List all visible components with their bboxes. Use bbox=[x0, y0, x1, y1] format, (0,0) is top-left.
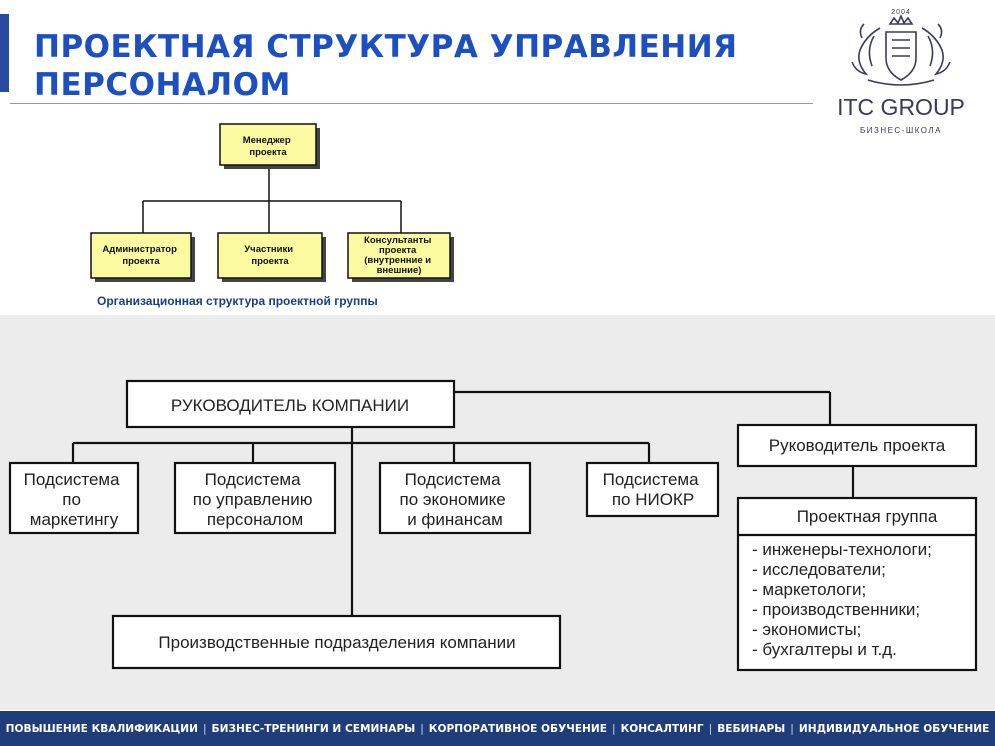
project-group-members: - инженеры-технологи; - исследователи; -… bbox=[752, 540, 937, 659]
consultants-label-line-4: внешние) bbox=[377, 265, 422, 276]
project-group-title: Проектная группа bbox=[797, 507, 938, 526]
svg-text:Участники проекта: Участники проекта bbox=[244, 244, 295, 267]
footer-link-webinars[interactable]: ВЕБИНАРЫ bbox=[717, 722, 786, 735]
subsystem-finance-line-3: и финансам bbox=[407, 510, 503, 529]
group-member-item: - инженеры-технологи; bbox=[752, 540, 932, 559]
administrator-label-line-1: Администратор bbox=[102, 244, 177, 255]
production-units-label: Производственные подразделения компании bbox=[158, 633, 515, 652]
company-head-label: РУКОВОДИТЕЛЬ КОМПАНИИ bbox=[171, 396, 409, 415]
footer-link-trainings[interactable]: БИЗНЕС-ТРЕНИНГИ И СЕМИНАРЫ bbox=[211, 722, 416, 735]
small-chart-connectors bbox=[142, 169, 402, 233]
subsystem-finance-line-2: по экономике bbox=[400, 490, 506, 509]
subsystem-personnel-line-3: персоналом bbox=[207, 510, 303, 529]
small-chart-caption: Организационная структура проектной груп… bbox=[97, 294, 378, 308]
footer-separator: | bbox=[708, 722, 713, 735]
subsystem-personnel-node: Подсистема по управлению персоналом bbox=[173, 461, 337, 535]
large-chart-connectors bbox=[71, 390, 855, 616]
svg-text:Консультанты проекта: Консультанты проекта (внутренние и внешн… bbox=[364, 235, 434, 276]
group-member-item: - производственники; bbox=[752, 600, 920, 619]
footer-separator: | bbox=[420, 722, 424, 735]
subsystem-marketing-line-3: маркетингу bbox=[30, 510, 119, 529]
page-title-line-1: ПРОЕКТНАЯ СТРУКТУРА УПРАВЛЕНИЯ bbox=[34, 29, 738, 65]
page-title-line-2: ПЕРСОНАЛОМ bbox=[34, 67, 291, 103]
administrator-node: Администратор проекта bbox=[90, 232, 195, 282]
footer-bar: ПОВЫШЕНИЕ КВАЛИФИКАЦИИ | БИЗНЕС-ТРЕНИНГИ… bbox=[0, 711, 995, 746]
consultants-node: Консультанты проекта (внутренние и внешн… bbox=[347, 232, 454, 282]
subsystem-rnd-node: Подсистема по НИОКР bbox=[585, 461, 720, 518]
crest-icon: 2004 bbox=[851, 9, 951, 86]
subsystem-marketing-line-2: по bbox=[62, 490, 81, 509]
svg-text:Подсистема по НИОКР: Подсистема по НИОКР bbox=[603, 470, 704, 509]
manager-label-line-2: проекта bbox=[249, 147, 287, 158]
group-member-item: - бухгалтеры и т.д. bbox=[752, 640, 897, 659]
page-title: ПРОЕКТНАЯ СТРУКТУРА УПРАВЛЕНИЯ ПЕРСОНАЛО… bbox=[34, 28, 804, 104]
footer-link-individual[interactable]: ИНДИВИДУАЛЬНОЕ ОБУЧЕНИЕ bbox=[798, 722, 990, 735]
consultants-label-line-3: (внутренние и bbox=[364, 255, 431, 266]
logo-name: ITC GROUP bbox=[837, 94, 965, 120]
footer-separator: | bbox=[612, 722, 616, 735]
logo-subtitle: БИЗНЕС-ШКОЛА bbox=[859, 126, 942, 135]
project-head-node: Руководитель проекта bbox=[736, 423, 978, 468]
subsystem-rnd-line-1: Подсистема bbox=[603, 470, 699, 489]
participants-node: Участники проекта bbox=[217, 232, 326, 282]
itc-group-logo: 2004 ITC GROUP БИЗНЕС-ШКОЛА bbox=[828, 6, 974, 136]
svg-text:Подсистема по экономик: Подсистема по экономике и финансам bbox=[400, 470, 511, 529]
svg-text:Подсистема по управлен: Подсистема по управлению персоналом bbox=[193, 470, 317, 529]
company-head-node: РУКОВОДИТЕЛЬ КОМПАНИИ bbox=[125, 379, 456, 429]
administrator-label-line-2: проекта bbox=[122, 256, 160, 267]
group-member-item: - экономисты; bbox=[752, 620, 861, 639]
title-accent-bar bbox=[0, 14, 9, 92]
subsystem-personnel-line-2: по управлению bbox=[193, 490, 313, 509]
footer-link-consulting[interactable]: КОНСАЛТИНГ bbox=[620, 722, 704, 735]
subsystem-finance-line-1: Подсистема bbox=[405, 470, 501, 489]
group-member-item: - исследователи; bbox=[752, 560, 886, 579]
svg-text:Администратор проекта: Администратор проекта bbox=[102, 244, 179, 267]
footer-separator: | bbox=[790, 722, 794, 735]
logo-year: 2004 bbox=[891, 9, 911, 16]
subsystem-marketing-line-1: Подсистема bbox=[24, 470, 120, 489]
subsystem-rnd-line-2: по НИОКР bbox=[612, 490, 694, 509]
participants-label-line-1: Участники bbox=[244, 244, 293, 255]
project-head-label: Руководитель проекта bbox=[769, 436, 946, 455]
svg-text:Менеджер проекта: Менеджер проекта bbox=[243, 135, 294, 158]
production-units-node: Производственные подразделения компании bbox=[111, 614, 562, 670]
company-project-chart: РУКОВОДИТЕЛЬ КОМПАНИИ Подсистема по марк… bbox=[8, 379, 978, 672]
title-divider bbox=[10, 103, 813, 104]
footer-link-corporate[interactable]: КОРПОРАТИВНОЕ ОБУЧЕНИЕ bbox=[428, 722, 608, 735]
project-team-chart: Менеджер проекта Администратор проекта У… bbox=[90, 123, 454, 308]
project-group-node: Проектная группа - инженеры-технологи; -… bbox=[736, 496, 978, 672]
svg-text:Подсистема по: Подсистема по маркетингу bbox=[24, 470, 125, 529]
footer-link-qualification[interactable]: ПОВЫШЕНИЕ КВАЛИФИКАЦИИ bbox=[5, 722, 198, 735]
subsystem-marketing-node: Подсистема по маркетингу bbox=[8, 461, 140, 535]
participants-label-line-2: проекта bbox=[251, 256, 289, 267]
group-member-item: - маркетологи; bbox=[752, 580, 866, 599]
subsystem-finance-node: Подсистема по экономике и финансам bbox=[378, 461, 532, 535]
manager-label-line-1: Менеджер bbox=[243, 135, 291, 146]
consultants-label-line-2: проекта bbox=[379, 245, 417, 256]
consultants-label-line-1: Консультанты bbox=[364, 235, 431, 246]
footer-separator: | bbox=[202, 722, 207, 735]
manager-node: Менеджер проекта bbox=[219, 123, 320, 169]
subsystem-personnel-line-1: Подсистема bbox=[205, 470, 301, 489]
